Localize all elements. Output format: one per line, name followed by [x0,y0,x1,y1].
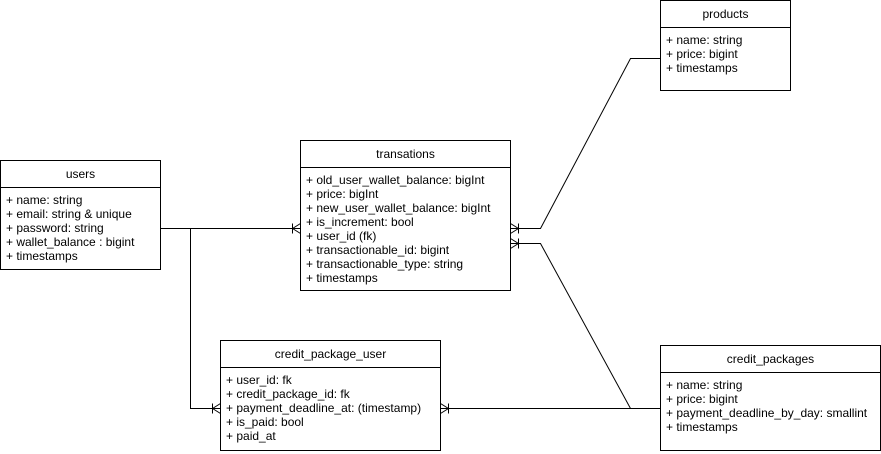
entity-title: credit_packages [661,346,880,373]
entity-title: users [1,161,160,188]
entity-title: products [661,1,790,28]
entity-field-list: + name: string+ price: bigint+ timestamp… [661,28,790,75]
entity-field: + email: string & unique [6,207,132,221]
entity-credit-packages[interactable]: credit_packages + name: string+ price: b… [660,345,881,451]
entity-field: + timestamps [666,61,738,75]
entity-field: + payment_deadline_by_day: smallint [666,406,868,420]
entity-title: transations [301,141,510,168]
entity-field-list: + name: string+ price: bigint+ payment_d… [661,373,880,434]
crow-foot-users-transations [292,223,301,234]
entity-field: + wallet_balance : bigint [6,235,135,249]
entity-credit-package-user[interactable]: credit_package_user + user_id: fk+ credi… [220,340,441,451]
entity-field: + transactionable_type: string [306,257,464,271]
relation-users-credit-package-user[interactable] [190,228,221,409]
crow-foot-products-transations [510,223,519,234]
entity-title: credit_package_user [221,341,440,368]
entity-field: + user_id (fk) [306,229,377,243]
entity-products[interactable]: products + name: string+ price: bigint+ … [660,0,791,91]
entity-field: + price: bigint [666,392,738,406]
entity-field: + paid_at [226,429,276,443]
entity-field: + price: bigInt [306,187,379,201]
entity-field: + user_id: fk [226,373,292,387]
entity-field: + timestamps [6,249,78,263]
entity-field: + name: string [666,33,743,47]
entity-field: + name: string [666,378,743,392]
entity-field: + credit_package_id: fk [226,387,350,401]
entity-field: + timestamps [306,271,378,285]
entity-field: + payment_deadline_at: (timestamp) [226,401,422,415]
entity-field-list: + name: string+ email: string & unique+ … [1,188,160,263]
entity-field: + price: bigint [666,47,738,61]
crow-foot-credit-packages-transations [510,238,519,249]
entity-field-list: + old_user_wallet_balance: bigInt+ price… [301,168,510,285]
entity-field: + new_user_wallet_balance: bigInt [306,201,491,215]
entity-field: + name: string [6,193,83,207]
entity-users[interactable]: users + name: string+ email: string & un… [0,160,161,270]
relation-products-transations[interactable] [510,58,661,229]
entity-field: + is_increment: bool [306,215,414,229]
crow-foot-credit-packages-credit-package-user [440,403,449,414]
entity-field: + timestamps [666,420,738,434]
crow-foot-users-credit-package-user [212,403,221,414]
entity-field: + password: string [6,221,104,235]
entity-field: + transactionable_id: bigint [306,243,450,257]
relation-credit-packages-transations[interactable] [510,243,661,409]
entity-field: + old_user_wallet_balance: bigInt [306,173,485,187]
entity-field: + is_paid: bool [226,415,304,429]
entity-field-list: + user_id: fk+ credit_package_id: fk+ pa… [221,368,440,443]
entity-transations[interactable]: transations + old_user_wallet_balance: b… [300,140,511,291]
